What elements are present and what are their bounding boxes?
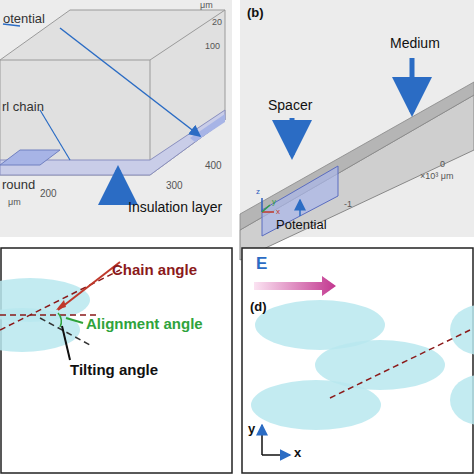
- angle-label: Chain angle: [112, 262, 197, 279]
- axis-tick: 20: [212, 18, 222, 28]
- part-label: Spacer: [268, 98, 312, 113]
- panel-label: (b): [247, 6, 264, 20]
- axis-tick: 300: [166, 180, 183, 191]
- angle-label: Tilting angle: [70, 362, 158, 379]
- part-label: otential: [3, 12, 45, 26]
- axis-tick: 100: [205, 42, 220, 52]
- axis-tick: 400: [205, 160, 222, 171]
- axis-name: y: [272, 198, 276, 207]
- axis-name: x: [294, 446, 301, 460]
- axis-unit: μm: [200, 1, 213, 11]
- axis-name: y: [248, 422, 255, 436]
- axis-unit: μm: [8, 198, 21, 208]
- axis-tick: 200: [40, 188, 57, 199]
- field-symbol: E: [256, 255, 267, 274]
- axis-unit: ×10³ μm: [420, 172, 453, 182]
- axis-tick: 0: [440, 160, 445, 170]
- panel-label: (d): [250, 300, 267, 314]
- axis-name: z: [256, 188, 260, 197]
- angle-label: Alignment angle: [86, 316, 203, 333]
- axis-tick: -1: [344, 200, 352, 210]
- axis-name: x: [276, 208, 280, 217]
- part-label: round: [2, 178, 35, 192]
- part-label: rl chain: [2, 100, 44, 114]
- part-label: Medium: [390, 36, 440, 51]
- part-label: Potential: [276, 218, 327, 232]
- part-label: Insulation layer: [128, 200, 222, 215]
